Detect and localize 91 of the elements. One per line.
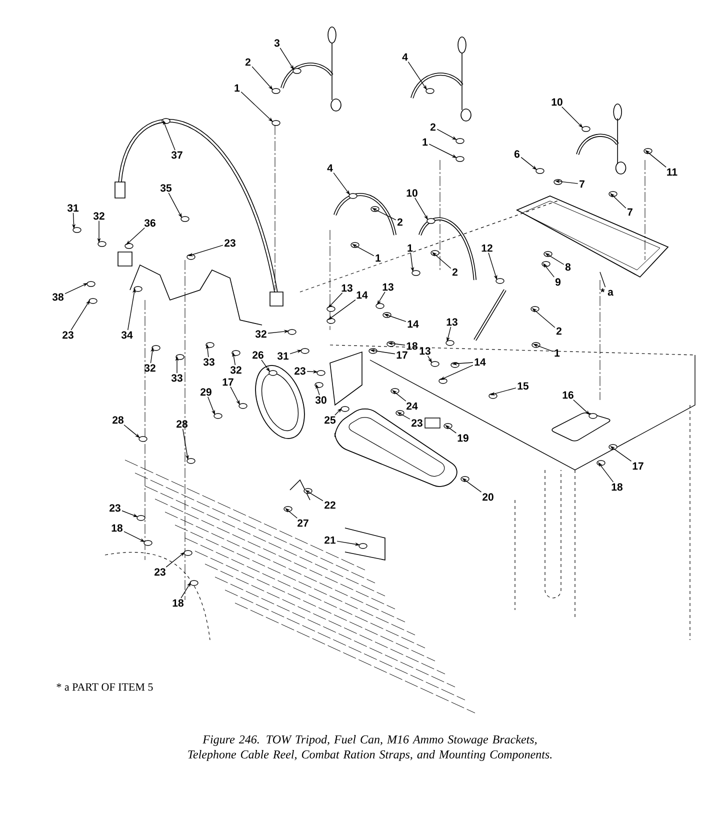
- leader-line: [598, 462, 614, 482]
- callout-number: 28: [112, 416, 124, 424]
- callout-number: 4: [327, 164, 333, 172]
- callout-number: 1: [554, 349, 560, 357]
- leader-line: [600, 272, 606, 288]
- leader-line: [520, 156, 537, 170]
- leader-line: [166, 552, 185, 568]
- callout-number: 10: [406, 189, 418, 197]
- callout-number: 15: [518, 382, 529, 390]
- callout-number: 26: [252, 351, 264, 359]
- callout-number: 11: [667, 168, 678, 176]
- callout-number: 14: [408, 320, 419, 328]
- callout-number: 13: [342, 284, 352, 292]
- callout-number: 2: [397, 218, 402, 226]
- callout-number: 1: [234, 84, 240, 92]
- callout-number: 17: [222, 378, 234, 386]
- leader-line: [285, 508, 298, 518]
- callout-number: 35: [160, 184, 172, 192]
- leader-line: [334, 408, 342, 416]
- callout-number: 1: [408, 244, 413, 252]
- callout-number: 13: [382, 283, 394, 291]
- callout-number: 18: [406, 342, 418, 350]
- callout-number: 8: [565, 263, 571, 271]
- callout-number: 16: [562, 391, 574, 399]
- callout-number: 32: [230, 366, 242, 374]
- callout-number: 23: [412, 419, 422, 427]
- callout-number: 32: [255, 330, 266, 338]
- callout-number: 38: [52, 293, 64, 301]
- leader-line: [124, 424, 140, 438]
- callout-number: 18: [112, 524, 122, 532]
- callout-number: 21: [324, 536, 336, 544]
- callout-number: 18: [612, 483, 622, 491]
- callout-number: 28: [176, 420, 188, 428]
- callout-number: 14: [474, 358, 486, 366]
- callout-number: 17: [396, 351, 408, 359]
- callout-number: 19: [458, 434, 468, 442]
- callout-number: 23: [110, 504, 120, 512]
- callout-number: 31: [67, 204, 79, 212]
- leader-line: [252, 66, 273, 90]
- callout-number: 9: [555, 278, 561, 286]
- callout-number: 36: [144, 219, 156, 227]
- callout-number: 18: [172, 599, 184, 607]
- callout-number: 7: [580, 180, 584, 188]
- callout-number: 13: [446, 318, 458, 326]
- leader-line: [645, 150, 666, 168]
- callout-number: 27: [298, 519, 308, 527]
- callout-number: 2: [556, 327, 562, 335]
- callout-number: 2: [430, 123, 436, 131]
- callout-number: 23: [154, 568, 166, 576]
- leader-line: [240, 92, 273, 122]
- callout-number: 34: [121, 331, 133, 339]
- callout-number: 37: [171, 151, 182, 159]
- callout-number: 33: [171, 374, 182, 382]
- callout-number: 3: [274, 39, 280, 47]
- leader-line: [573, 400, 590, 415]
- leader-line: [126, 228, 145, 245]
- leader-line: [543, 263, 554, 278]
- note: * a PART OF ITEM 5: [56, 683, 153, 691]
- callout-number: 13: [420, 347, 430, 355]
- callout-number: 23: [224, 239, 236, 247]
- leader-line: [610, 193, 626, 208]
- callout-number: 2: [452, 268, 458, 276]
- callout-number: 1: [422, 138, 428, 146]
- callout-number: 29: [200, 388, 212, 396]
- callout-number: 22: [324, 501, 336, 509]
- callout-number: 23: [62, 331, 74, 339]
- callout-number: 10: [552, 98, 562, 106]
- callout-number: 31: [277, 352, 289, 360]
- callout-number: 33: [203, 358, 214, 366]
- caption: Figure 246. TOW Tripod, Fuel Can, M16 Ammo Stowage Brackets, Telephone Cable Reel, Combat Ration Straps, and Mounting Components.: [188, 735, 552, 761]
- callout-number: 24: [406, 402, 418, 410]
- callout-number: 7: [628, 208, 632, 216]
- callout-number: 2: [245, 58, 250, 66]
- callout-number: 17: [632, 462, 644, 470]
- callout-number: 4: [402, 53, 408, 61]
- callout-number: 32: [144, 364, 156, 372]
- callout-number: 25: [324, 416, 336, 424]
- leader-line: [432, 252, 452, 269]
- callout-number: 20: [482, 493, 494, 501]
- callout-number: 32: [93, 212, 104, 220]
- callout-number: 23: [294, 367, 306, 375]
- callout-number: 30: [315, 396, 326, 404]
- callout-number: * a: [600, 288, 614, 296]
- callout-number: 12: [482, 244, 492, 252]
- leader-line: [392, 390, 406, 402]
- callout-number: 6: [514, 150, 520, 158]
- callout-number: 14: [356, 291, 368, 299]
- leader-line: [328, 292, 343, 308]
- leader-line: [532, 308, 556, 328]
- leader-line: [562, 106, 583, 128]
- callout-number: 1: [376, 254, 381, 262]
